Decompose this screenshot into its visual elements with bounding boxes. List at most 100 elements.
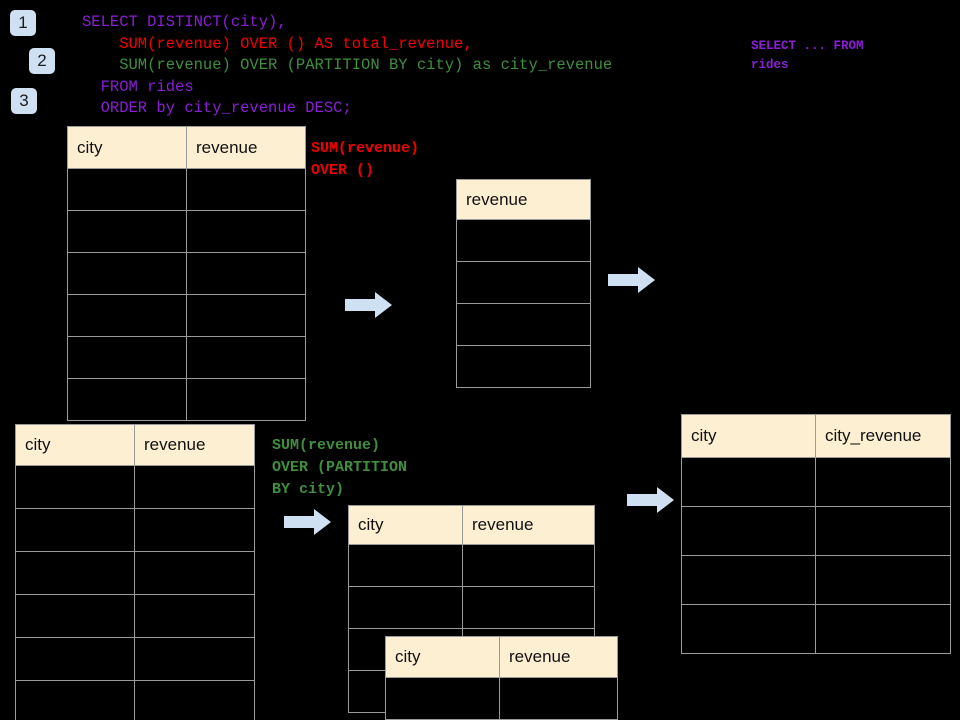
table-cell-empty <box>15 637 135 681</box>
table-cell-empty <box>67 168 187 211</box>
table-cell-empty <box>15 508 135 552</box>
column-header-city: city <box>67 126 187 169</box>
column-header-revenue: revenue <box>134 424 255 466</box>
column-header-city: city <box>681 414 816 458</box>
annotation-sum-over-partition: SUM(revenue) OVER (PARTITION BY city) <box>272 437 408 498</box>
table-row <box>456 219 591 262</box>
table-row <box>681 506 951 556</box>
table-row <box>681 457 951 507</box>
table-cell-empty <box>134 637 255 681</box>
arrow-top-right-icon <box>608 266 656 294</box>
table-cell-empty <box>681 457 816 507</box>
arrow-top-left-icon <box>345 291 393 319</box>
table-row <box>67 252 306 295</box>
table-cell-empty <box>186 378 306 421</box>
table-cell-empty <box>67 336 187 379</box>
sql-line-3: SUM(revenue) OVER (PARTITION BY city) as… <box>82 55 612 77</box>
table-row <box>15 594 255 638</box>
table-cell-empty <box>186 294 306 337</box>
table-cell-empty <box>456 303 591 346</box>
table-cell-empty <box>681 555 816 605</box>
sql-line-5: ORDER by city_revenue DESC; <box>82 98 612 120</box>
table-cell-empty <box>134 465 255 509</box>
table-row <box>456 303 591 346</box>
table-cell-empty <box>499 677 618 720</box>
table-cell-empty <box>134 551 255 595</box>
arrow-bottom-left-icon <box>284 508 332 536</box>
table-row <box>348 544 595 587</box>
table-cell-empty <box>815 604 951 654</box>
column-header-revenue: revenue <box>499 636 618 678</box>
table-cell-empty <box>67 294 187 337</box>
column-header-city_revenue: city_revenue <box>815 414 951 458</box>
sql-segment: SUM(revenue) OVER (PARTITION BY city) as… <box>82 56 613 74</box>
table-cell-empty <box>134 680 255 720</box>
column-header-city: city <box>15 424 135 466</box>
table-cell-empty <box>67 252 187 295</box>
column-header-revenue: revenue <box>456 179 591 220</box>
table-row <box>681 555 951 605</box>
table-row <box>15 637 255 681</box>
step-badge-1: 1 <box>10 10 36 36</box>
select-from-rides-note: SELECT ... FROM rides <box>751 39 864 72</box>
column-header-city: city <box>385 636 500 678</box>
table-row <box>67 168 306 211</box>
table-row <box>15 551 255 595</box>
sql-segment: FROM rides <box>82 77 194 96</box>
table-cell-empty <box>186 168 306 211</box>
table-cell-empty <box>15 551 135 595</box>
table-row <box>456 261 591 304</box>
table-row <box>385 677 618 720</box>
table-row <box>681 604 951 654</box>
table-row <box>67 378 306 421</box>
table-cell-empty <box>462 544 595 587</box>
sql-segment: ORDER by city_revenue DESC; <box>82 99 352 117</box>
column-header-city: city <box>348 505 463 545</box>
table-cell-empty <box>681 506 816 556</box>
table-row <box>348 586 595 629</box>
table-cell-empty <box>348 586 463 629</box>
arrow-bottom-right-icon <box>627 486 675 514</box>
table-cell-empty <box>186 210 306 253</box>
table-row <box>15 680 255 720</box>
table-row <box>15 465 255 509</box>
sql-segment: SUM(revenue) OVER () AS total_revenue, <box>82 34 473 53</box>
table-cell-empty <box>456 345 591 388</box>
sql-line-4: FROM rides <box>82 77 612 99</box>
table-cell-empty <box>67 210 187 253</box>
table-total-revenue: revenue <box>456 179 591 388</box>
column-header-revenue: revenue <box>186 126 306 169</box>
table-cell-empty <box>134 594 255 638</box>
column-header-revenue: revenue <box>462 505 595 545</box>
sql-query-block: SELECT DISTINCT(city), SUM(revenue) OVER… <box>82 12 612 120</box>
table-row <box>456 345 591 388</box>
table-cell-empty <box>385 677 500 720</box>
table-row <box>67 294 306 337</box>
table-cell-empty <box>15 465 135 509</box>
table-header-row: revenue <box>456 179 591 220</box>
table-cell-empty <box>456 261 591 304</box>
table-row <box>67 336 306 379</box>
sql-segment: SELECT DISTINCT(city), <box>82 13 287 31</box>
table-row <box>15 508 255 552</box>
table-cell-empty <box>815 555 951 605</box>
table-cell-empty <box>15 594 135 638</box>
step-badge-2: 2 <box>29 48 55 74</box>
annotation-sum-over-empty: SUM(revenue) OVER () <box>311 140 420 179</box>
table-cell-empty <box>67 378 187 421</box>
table-cell-empty <box>681 604 816 654</box>
sql-line-1: SELECT DISTINCT(city), <box>82 12 612 34</box>
table-cell-empty <box>462 586 595 629</box>
sql-line-2: SUM(revenue) OVER () AS total_revenue, <box>82 34 612 56</box>
table-cell-empty <box>15 680 135 720</box>
table-cell-empty <box>815 457 951 507</box>
table-cell-empty <box>186 336 306 379</box>
